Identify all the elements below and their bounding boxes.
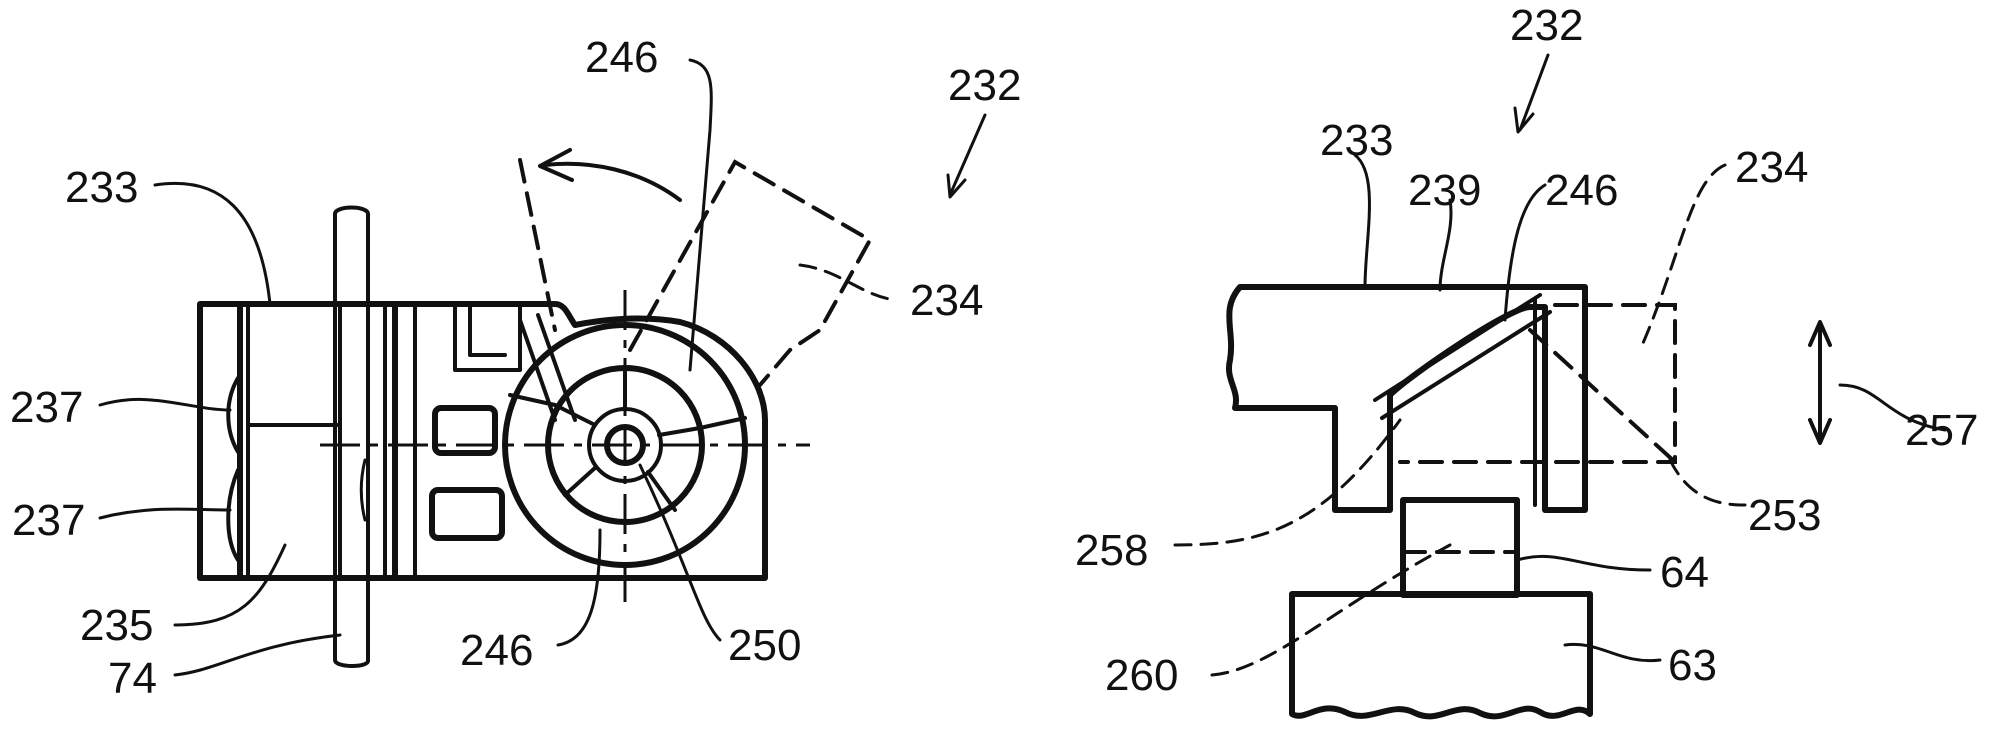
leader-250 <box>640 465 720 640</box>
spoke-4 <box>565 467 596 495</box>
leader-246-right <box>1505 185 1545 320</box>
leader-233-left <box>155 183 270 304</box>
leader-246-top <box>690 60 711 370</box>
spoke-outer-1 <box>700 418 745 428</box>
label-239: 239 <box>1408 166 1481 215</box>
leader-253 <box>1670 460 1745 505</box>
label-63: 63 <box>1668 641 1717 690</box>
leader-237-upper <box>100 399 230 410</box>
leader-237-lower <box>100 509 230 518</box>
label-250: 250 <box>728 621 801 670</box>
bend-mark-upper <box>228 378 238 452</box>
reference-labels: 246 232 233 234 237 237 235 74 246 250 2… <box>10 1 1978 703</box>
label-232-left: 232 <box>948 61 1021 110</box>
slot-cutout <box>455 304 520 370</box>
label-233-left: 233 <box>65 163 138 212</box>
slanted-plate-246 <box>1375 295 1550 418</box>
leader-234-right <box>1640 165 1725 350</box>
label-246-top: 246 <box>585 33 658 82</box>
window-lower <box>432 490 502 538</box>
left-view <box>100 60 985 675</box>
leader-235 <box>175 545 285 625</box>
label-234-right: 234 <box>1735 143 1808 192</box>
leader-258 <box>1175 420 1400 545</box>
label-233-right: 233 <box>1320 116 1393 165</box>
right-body-outline <box>1229 287 1585 510</box>
label-246-bottom: 246 <box>460 626 533 675</box>
leader-232-left <box>950 115 985 195</box>
leader-64 <box>1517 556 1650 570</box>
wire-74-inner <box>361 460 365 520</box>
leader-260 <box>1212 545 1450 675</box>
block-64 <box>1403 500 1517 595</box>
label-260: 260 <box>1105 651 1178 700</box>
label-246-right: 246 <box>1545 166 1618 215</box>
label-237-lower: 237 <box>12 496 85 545</box>
spoke-2 <box>659 428 700 435</box>
label-232-right: 232 <box>1510 1 1583 50</box>
leader-234-left <box>800 265 895 300</box>
label-253: 253 <box>1748 491 1821 540</box>
leader-233-right <box>1355 155 1369 287</box>
label-257: 257 <box>1905 406 1978 455</box>
bend-mark-lower <box>228 470 238 560</box>
slot-inner <box>470 304 505 355</box>
label-74: 74 <box>108 654 157 703</box>
right-view <box>1175 55 1945 716</box>
leader-232-right <box>1520 55 1548 130</box>
label-64: 64 <box>1660 548 1709 597</box>
label-235: 235 <box>80 601 153 650</box>
leader-63 <box>1565 644 1660 660</box>
label-258: 258 <box>1075 526 1148 575</box>
leader-74 <box>175 635 340 675</box>
label-237-upper: 237 <box>10 383 83 432</box>
dashed-part-234 <box>1400 305 1675 462</box>
label-234-left: 234 <box>910 276 983 325</box>
rotation-arrow <box>545 164 680 200</box>
